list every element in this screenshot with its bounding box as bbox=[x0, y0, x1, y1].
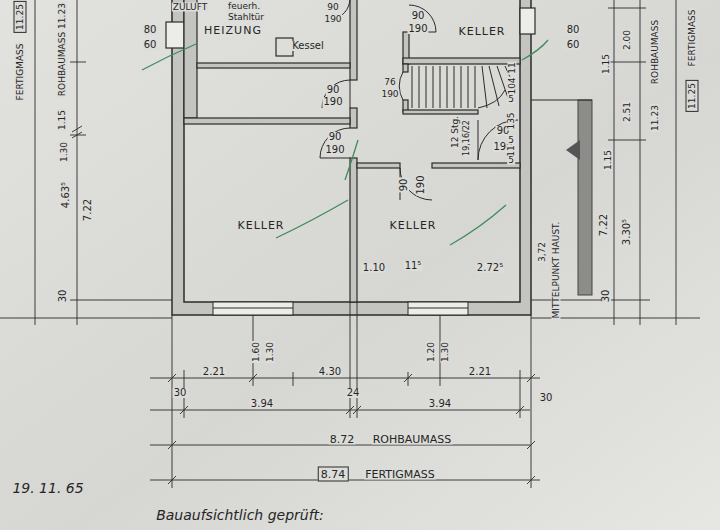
room-name: KELLER bbox=[389, 220, 436, 231]
dimension-label: 190 bbox=[322, 97, 343, 107]
dimension-label: 76 bbox=[383, 78, 396, 87]
dimension-label: 2.72⁵ bbox=[476, 263, 504, 273]
dimension-label: 135 bbox=[507, 111, 516, 130]
dimension-label: 60 bbox=[566, 40, 581, 50]
dimension-label: Kessel bbox=[291, 41, 325, 51]
dimension-label: 11⁵ bbox=[404, 261, 423, 271]
dimension-label: 7.22 bbox=[83, 198, 93, 222]
dimension-label: 60 bbox=[143, 40, 158, 50]
room-name: KELLER bbox=[458, 26, 505, 37]
dimension-label: 5 bbox=[507, 136, 515, 145]
dimension-label: 190 bbox=[416, 174, 426, 195]
dimension-label: FERTIGMASS bbox=[16, 43, 25, 102]
dimension-label: 90 bbox=[326, 3, 339, 12]
dimension-label: MITTELPUNKT HAUST. bbox=[552, 221, 561, 320]
dimension-label: 19,16/22 bbox=[463, 119, 471, 157]
dimension-label: 1.10 bbox=[362, 263, 386, 273]
dimension-label: 2.21 bbox=[468, 367, 492, 377]
dimension-label: 1.15 bbox=[604, 149, 613, 171]
dimension-label: 2.00 bbox=[623, 29, 632, 51]
dimension-label: 190 bbox=[407, 24, 428, 34]
dimension-label: 4.63⁵ bbox=[61, 181, 71, 209]
dimension-label: 90 bbox=[411, 11, 426, 21]
dimension-label: ZULUFT bbox=[172, 3, 208, 12]
dimension-label: 80 bbox=[143, 25, 158, 35]
dimension-label: 190 bbox=[380, 90, 399, 99]
dimension-label: ROHBAUMASS bbox=[372, 434, 453, 445]
dimension-label: 90 bbox=[328, 132, 343, 142]
dimension-label: FERTIGMASS bbox=[364, 469, 436, 480]
dimension-label: 5 bbox=[507, 95, 515, 104]
dimension-label: 11 bbox=[508, 61, 517, 74]
dimension-label: 30 bbox=[539, 393, 554, 403]
room-name: HEIZUNG bbox=[204, 25, 262, 36]
dimension-label: 30 bbox=[58, 289, 68, 304]
dimension-label: 8.72 bbox=[329, 434, 356, 445]
dimension-label: FERTIGMASS bbox=[688, 9, 697, 68]
dimension-label: 11.23 bbox=[651, 104, 660, 132]
dimension-label: 80 bbox=[566, 25, 581, 35]
dimension-label: 190 bbox=[323, 15, 342, 24]
dimension-label: 3.94 bbox=[428, 399, 452, 409]
dimension-label: 1.15 bbox=[602, 53, 611, 75]
dimension-label: 11.25 bbox=[686, 80, 699, 112]
dimension-label: 30 bbox=[601, 289, 611, 304]
dimension-label: 7.22 bbox=[599, 213, 609, 237]
dimension-label: feuerh. bbox=[227, 2, 261, 11]
dimension-label: 1.30 bbox=[266, 341, 275, 363]
dimension-label: 1.20 bbox=[427, 341, 436, 363]
dimension-label: 1.30 bbox=[60, 141, 69, 163]
dimension-label: 3,72 bbox=[538, 241, 547, 263]
dimension-label: 1.60 bbox=[252, 341, 261, 363]
dimension-label: 104 bbox=[508, 76, 517, 95]
room-area: KELLER bbox=[357, 168, 520, 302]
dimension-label: 90 bbox=[326, 85, 341, 95]
dimension-label: 30 bbox=[173, 388, 188, 398]
dimension-label: 5 bbox=[507, 156, 515, 165]
dimension-label: 90 bbox=[399, 178, 409, 193]
dimension-label: 19. 11. 65 bbox=[11, 481, 84, 495]
room-name: KELLER bbox=[237, 220, 284, 231]
dimension-label: 1.15 bbox=[58, 109, 67, 131]
dimension-label: 1.30 bbox=[441, 341, 450, 363]
dimension-label: 3.30⁵ bbox=[622, 218, 632, 246]
dimension-label: 24 bbox=[346, 388, 361, 398]
dimension-label: 11.25 bbox=[14, 1, 27, 33]
dimension-label: ROHBAUMASS bbox=[58, 31, 67, 97]
dimension-label: 2.51 bbox=[623, 101, 632, 123]
dimension-label: 8.74 bbox=[318, 467, 349, 482]
dimension-label: 3.94 bbox=[250, 399, 274, 409]
dimension-label: 190 bbox=[324, 145, 345, 155]
dimension-label: Bauaufsichtlich geprüft: bbox=[155, 508, 325, 522]
dimension-label: ROHBAUMASS bbox=[651, 19, 660, 85]
dimension-label: 2.21 bbox=[202, 367, 226, 377]
dimension-label: Stahltür bbox=[227, 13, 265, 22]
dimension-label: 4.30 bbox=[318, 367, 342, 377]
dimension-label: 12 Stg. bbox=[451, 115, 460, 149]
dimension-label: 11.23 bbox=[58, 2, 67, 30]
